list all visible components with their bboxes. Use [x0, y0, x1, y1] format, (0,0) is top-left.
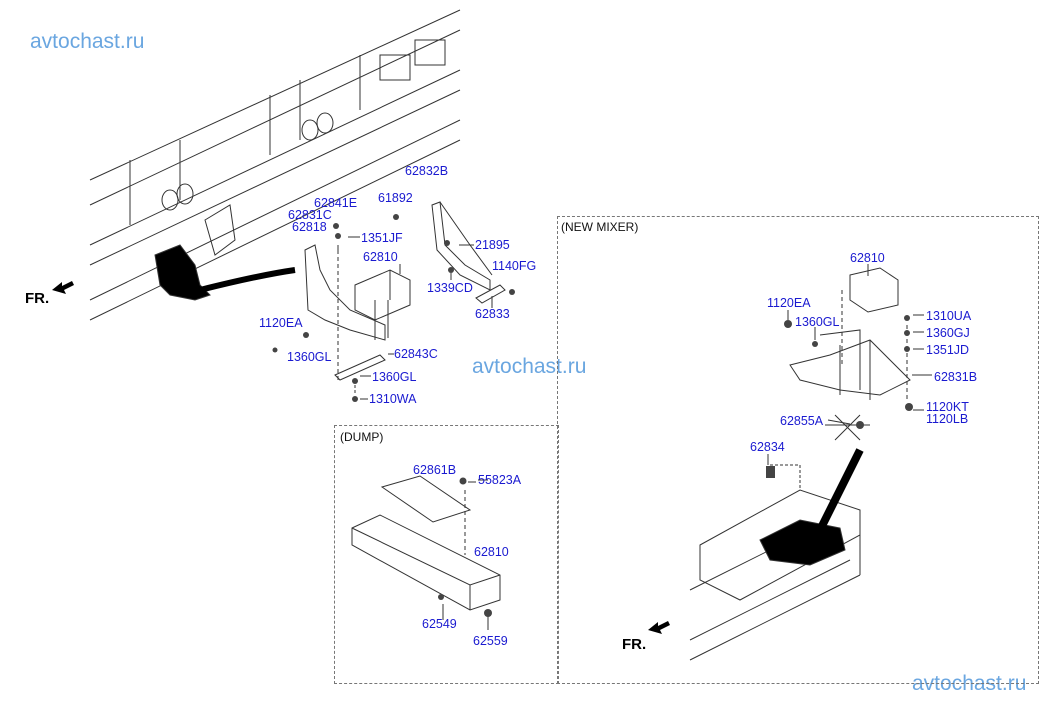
part-label-55823a[interactable]: 55823A	[478, 473, 522, 487]
part-label-62861b[interactable]: 62861B	[413, 463, 457, 477]
front-arrow-icon	[52, 281, 74, 294]
dump-section-title: (DUMP)	[340, 430, 384, 444]
part-label-1339cd[interactable]: 1339CD	[427, 281, 473, 295]
part-label-1120kt[interactable]: 1120KT	[926, 400, 969, 414]
part-label-61892[interactable]: 61892	[378, 191, 413, 205]
new-mixer-section-title: (NEW MIXER)	[561, 220, 639, 234]
part-label-1120lb[interactable]: 1120LB	[926, 412, 969, 426]
chassis-frame-main	[89, 9, 461, 321]
front-direction-label: FR.	[25, 290, 50, 307]
mixer-bracket-drawing	[689, 267, 911, 661]
part-label-62855a[interactable]: 62855A	[780, 414, 824, 428]
part-label-21895[interactable]: 21895	[475, 238, 510, 252]
part-label-62831b[interactable]: 62831B	[934, 370, 978, 384]
dump-bracket-drawing	[351, 475, 501, 630]
front-direction-label-mixer: FR.	[622, 636, 647, 653]
front-arrow-icon-mixer	[648, 621, 670, 634]
black-mixer-highlight	[759, 448, 864, 566]
part-label-1310ua[interactable]: 1310UA	[926, 309, 972, 323]
part-label-1360gj[interactable]: 1360GJ	[926, 326, 970, 340]
part-label-62549[interactable]: 62549	[422, 617, 457, 631]
part-label-62559[interactable]: 62559	[473, 634, 508, 648]
new-mixer-section-frame	[557, 216, 1039, 684]
dump-section-frame	[334, 425, 559, 684]
part-label-1360gl[interactable]: 1360GL	[287, 350, 332, 364]
part-label-62810-dump[interactable]: 62810	[474, 545, 509, 559]
part-label-1351jf[interactable]: 1351JF	[361, 231, 403, 245]
part-label-62810-mixer[interactable]: 62810	[850, 251, 885, 265]
part-label-62833[interactable]: 62833	[475, 307, 510, 321]
part-label-1120ea-mixer[interactable]: 1120EA	[767, 296, 811, 310]
part-label-62841e[interactable]: 62841E	[314, 196, 358, 210]
part-label-62810[interactable]: 62810	[363, 250, 398, 264]
black-mount-highlight	[154, 244, 296, 301]
part-label-1360gl-2[interactable]: 1360GL	[372, 370, 417, 384]
watermark-top-left: avtochast.ru	[30, 30, 145, 53]
part-label-1310wa[interactable]: 1310WA	[369, 392, 417, 406]
part-label-1140fg[interactable]: 1140FG	[492, 259, 537, 273]
part-label-1360gl-mixer[interactable]: 1360GL	[795, 315, 840, 329]
part-label-62843c[interactable]: 62843C	[394, 347, 438, 361]
part-label-62831c[interactable]: 62831C	[288, 208, 332, 222]
part-label-62834[interactable]: 62834	[750, 440, 785, 454]
part-label-1351jd[interactable]: 1351JD	[926, 343, 970, 357]
part-label-62832b[interactable]: 62832B	[405, 164, 449, 178]
part-label-1120ea[interactable]: 1120EA	[259, 316, 303, 330]
part-label-62818[interactable]: 62818	[292, 220, 327, 234]
